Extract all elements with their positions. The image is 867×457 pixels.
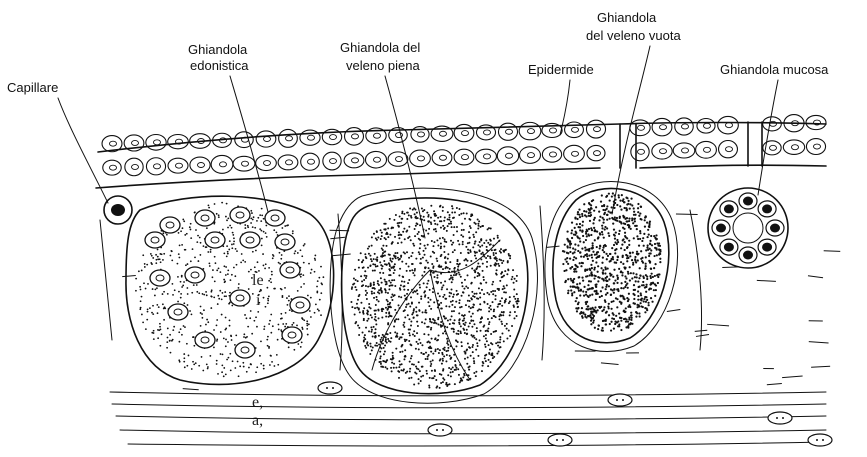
ghiandola-edonistica-shape [126,196,334,384]
label-epidermide: Epidermide [528,62,594,77]
label-capillare: Capillare [7,80,58,95]
epidermis-layer [96,115,826,188]
ghiandola-veleno-vuota-shape [545,181,678,351]
cropped-text-1: le [252,272,264,289]
cropped-text-4: a, [252,412,263,429]
cropped-text-3: e, [252,394,263,411]
label-ghiandola-edonistica-2: edonistica [190,58,249,73]
epidermal-cells [102,115,826,176]
label-veleno-piena-2: veleno piena [346,58,420,73]
label-veleno-vuota-2: del veleno vuota [586,28,681,43]
capillare-vessel [104,196,132,224]
ghiandola-veleno-piena-shape [330,188,537,403]
ghiandola-mucosa-shape [708,188,788,268]
label-veleno-vuota-1: Ghiandola [597,10,657,25]
label-ghiandola-mucosa: Ghiandola mucosa [720,62,829,77]
label-veleno-piena-1: Ghiandola del [340,40,420,55]
label-ghiandola-edonistica-1: Ghiandola [188,42,248,57]
